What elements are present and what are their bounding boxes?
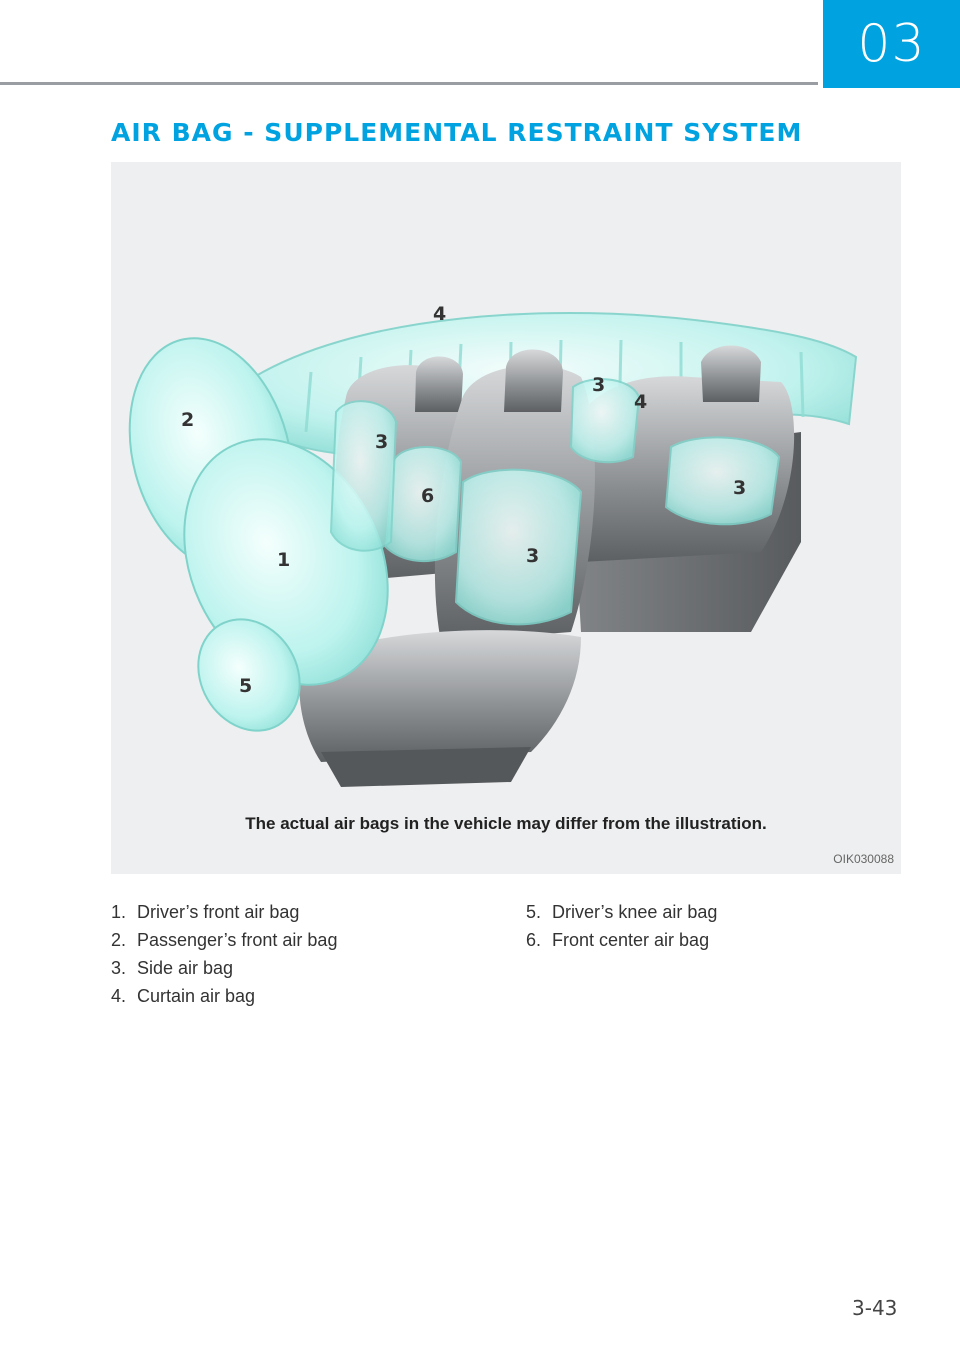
- chapter-tab: 03: [823, 0, 960, 88]
- legend-item: 3. Side air bag: [111, 954, 337, 982]
- legend-item: 4. Curtain air bag: [111, 982, 337, 1010]
- legend-number: 2.: [111, 930, 127, 950]
- section-title: AIR BAG - SUPPLEMENTAL RESTRAINT SYSTEM: [111, 118, 803, 147]
- side-airbag-passenger: [329, 400, 398, 552]
- side-airbag-rear-left: [569, 378, 641, 464]
- legend-number: 5.: [526, 902, 542, 922]
- callout-label: 2: [181, 409, 194, 431]
- legend-label: Driver’s front air bag: [137, 902, 300, 922]
- center-airbag: [384, 446, 463, 563]
- callout-label: 4: [433, 303, 446, 325]
- legend-item: 1. Driver’s front air bag: [111, 898, 337, 926]
- seat-base: [321, 747, 531, 787]
- legend-item: 5. Driver’s knee air bag: [526, 898, 717, 926]
- rear-headrest: [701, 345, 761, 402]
- legend-number: 4.: [111, 986, 127, 1006]
- legend-label: Side air bag: [137, 958, 234, 978]
- knee-airbag: [197, 618, 301, 732]
- legend-label: Driver’s knee air bag: [552, 902, 718, 922]
- figure-caption: The actual air bags in the vehicle may d…: [245, 814, 767, 833]
- callout-label: 6: [421, 485, 434, 507]
- side-airbag-rear-right: [664, 436, 781, 526]
- callout-label: 3: [733, 477, 746, 499]
- passenger-headrest: [415, 356, 463, 412]
- page-number: 3-43: [852, 1296, 898, 1320]
- header-rule: [0, 82, 818, 85]
- callout-label: 1: [277, 549, 290, 571]
- airbag-diagram: 4 2 3 3 4 6 1 3 3 5: [128, 303, 858, 787]
- airbag-legend-left: 1. Driver’s front air bag 2. Passenger’s…: [111, 898, 337, 1010]
- legend-number: 3.: [111, 958, 127, 978]
- airbag-illustration: 4 2 3 3 4 6 1 3 3 5 The actual air bags …: [111, 162, 901, 874]
- driver-headrest: [504, 349, 563, 412]
- side-airbag-driver: [454, 468, 583, 626]
- legend-item: 6. Front center air bag: [526, 926, 717, 954]
- callout-label: 3: [592, 374, 605, 396]
- callout-label: 3: [526, 545, 539, 567]
- legend-label: Front center air bag: [552, 930, 710, 950]
- legend-label: Curtain air bag: [137, 986, 256, 1006]
- legend-item: 2. Passenger’s front air bag: [111, 926, 337, 954]
- legend-label: Passenger’s front air bag: [137, 930, 338, 950]
- driver-seat-cushion: [299, 630, 581, 762]
- callout-label: 5: [239, 675, 252, 697]
- callout-label: 3: [375, 431, 388, 453]
- legend-number: 6.: [526, 930, 542, 950]
- figure-code: OIK030088: [833, 852, 894, 866]
- airbag-legend-right: 5. Driver’s knee air bag 6. Front center…: [526, 898, 717, 954]
- legend-number: 1.: [111, 902, 127, 922]
- callout-label: 4: [634, 391, 647, 413]
